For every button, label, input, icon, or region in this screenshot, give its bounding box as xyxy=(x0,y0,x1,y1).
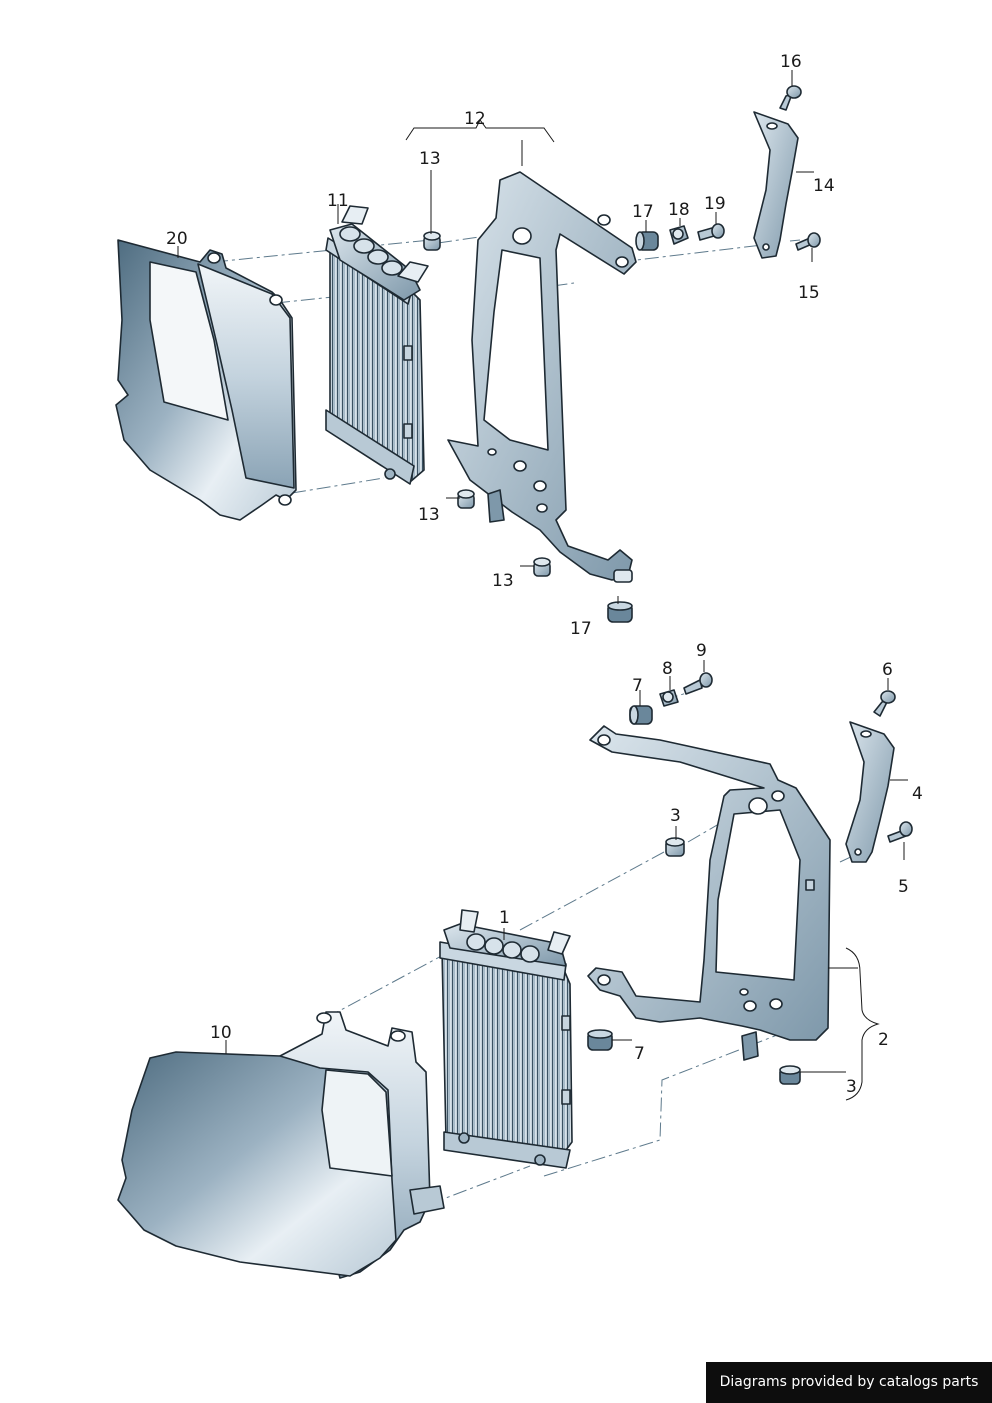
upper-assembly: 11 12 13 13 13 14 15 16 17 17 18 19 20 xyxy=(115,52,835,639)
callout-15: 15 xyxy=(798,283,820,303)
upper-hardware xyxy=(423,85,821,623)
support-strap-lower xyxy=(845,721,895,863)
callout-5: 5 xyxy=(898,877,909,897)
grommet-upper-2 xyxy=(457,489,475,509)
spacer-upper-17 xyxy=(613,569,633,583)
grommet-upper-1 xyxy=(423,231,441,251)
footer-text: Diagrams provided by catalogs parts xyxy=(719,1374,979,1390)
callout-3-bottom: 3 xyxy=(846,1077,857,1097)
callout-14: 14 xyxy=(813,176,835,196)
callout-11: 11 xyxy=(327,191,349,211)
lower-assembly-dash-lines xyxy=(325,691,871,1205)
radiator-lower-pipes xyxy=(459,909,571,963)
radiator-upper xyxy=(325,205,429,485)
callout-18: 18 xyxy=(668,200,690,220)
callout-7-top: 7 xyxy=(632,676,643,696)
lower-hardware xyxy=(587,672,913,1085)
callout-13-top: 13 xyxy=(419,149,441,169)
callout-9: 9 xyxy=(696,641,707,661)
callout-17-bottom: 17 xyxy=(570,619,592,639)
rubber-mount-lower-2 xyxy=(587,1029,613,1051)
callout-17-top: 17 xyxy=(632,202,654,222)
bushing-upper xyxy=(669,225,689,245)
callout-1: 1 xyxy=(499,908,510,928)
rubber-mount-upper-2 xyxy=(607,601,633,623)
callout-7-bottom: 7 xyxy=(634,1044,645,1064)
rubber-mount-lower-1 xyxy=(629,705,653,725)
radiator-lower xyxy=(439,909,573,1169)
mounting-bracket-upper xyxy=(447,171,637,581)
footer-banner: Diagrams provided by catalogs parts xyxy=(706,1362,992,1403)
grommet-lower-2 xyxy=(779,1065,801,1085)
rubber-mount-upper-1 xyxy=(635,231,659,251)
grommet-upper-3 xyxy=(533,557,551,577)
callout-10: 10 xyxy=(210,1023,232,1043)
callout-16: 16 xyxy=(780,52,802,72)
callout-6: 6 xyxy=(882,660,893,680)
bolt-lower-5 xyxy=(887,821,913,843)
radiator-upper-pipes xyxy=(339,205,429,283)
callout-4: 4 xyxy=(912,784,923,804)
bolt-lower-6 xyxy=(873,690,896,717)
support-strap-upper xyxy=(753,111,799,259)
callout-13-mid: 13 xyxy=(418,505,440,525)
bolt-upper-15 xyxy=(795,232,821,251)
callout-8: 8 xyxy=(662,659,673,679)
bushing-lower xyxy=(659,689,679,707)
callout-2: 2 xyxy=(878,1030,889,1050)
lower-callouts: 1 2 3 3 4 5 6 7 7 8 9 10 xyxy=(210,641,923,1101)
bolt-lower-9 xyxy=(683,672,713,695)
callout-20: 20 xyxy=(166,229,188,249)
callout-19: 19 xyxy=(704,194,726,214)
upper-callouts: 11 12 13 13 13 14 15 16 17 17 18 19 20 xyxy=(166,52,835,639)
mounting-bracket-lower xyxy=(587,725,831,1061)
callout-12: 12 xyxy=(464,109,486,129)
callout-13-bottom: 13 xyxy=(492,571,514,591)
air-shroud-upper xyxy=(115,239,297,521)
bolt-upper-16 xyxy=(779,85,802,111)
lower-assembly: 1 2 3 3 4 5 6 7 7 8 9 10 xyxy=(117,641,923,1279)
bolt-upper-19 xyxy=(697,223,725,241)
grommet-lower-1 xyxy=(665,837,685,857)
air-shroud-lower xyxy=(117,1011,445,1279)
callout-3-top: 3 xyxy=(670,806,681,826)
